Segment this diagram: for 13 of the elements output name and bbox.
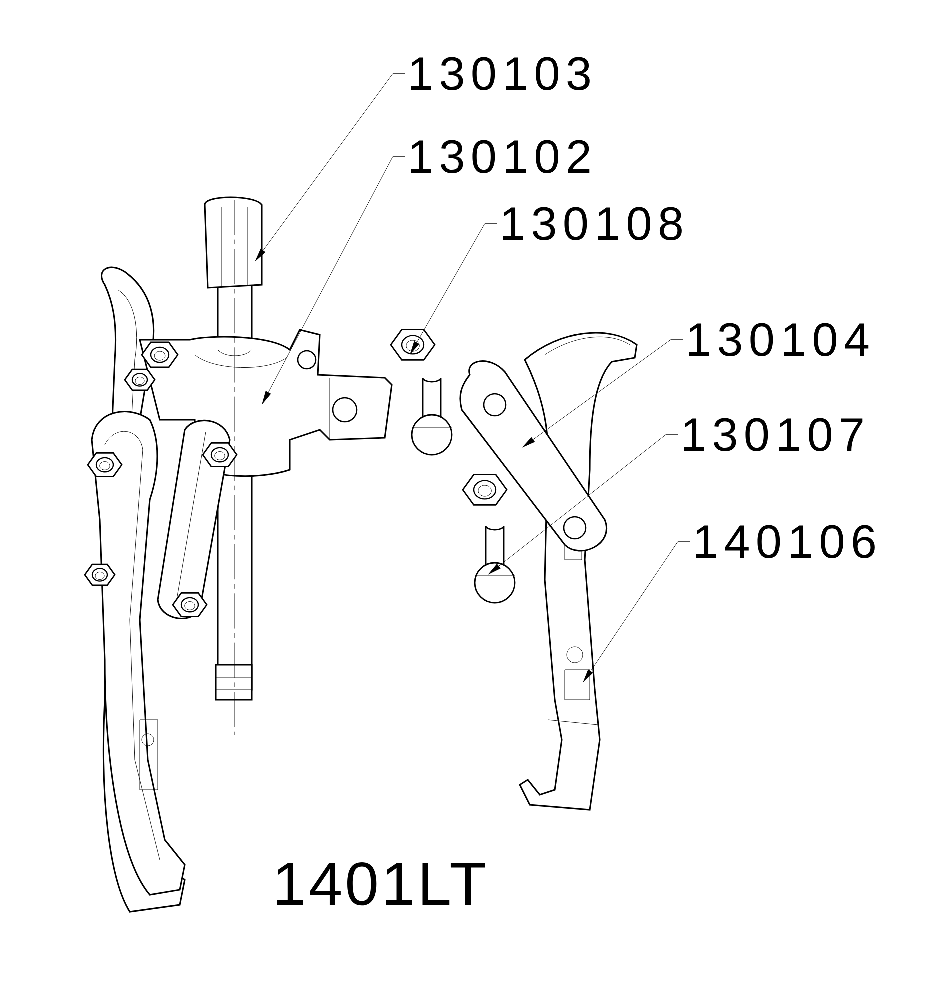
part-number: 130107 (684, 418, 863, 452)
part-number: 130102 (411, 140, 590, 174)
leader-line (583, 542, 690, 682)
part-number: 130103 (411, 57, 590, 90)
leader-line (522, 340, 684, 448)
part-number: 130108 (503, 207, 682, 240)
model-number: 1401LT (277, 862, 486, 906)
part-number: 140106 (696, 525, 875, 558)
part-number: 130104 (689, 323, 869, 356)
leader-line (488, 434, 678, 575)
leader-line (255, 74, 406, 262)
leader-line (262, 156, 406, 404)
leader-line (410, 224, 498, 354)
